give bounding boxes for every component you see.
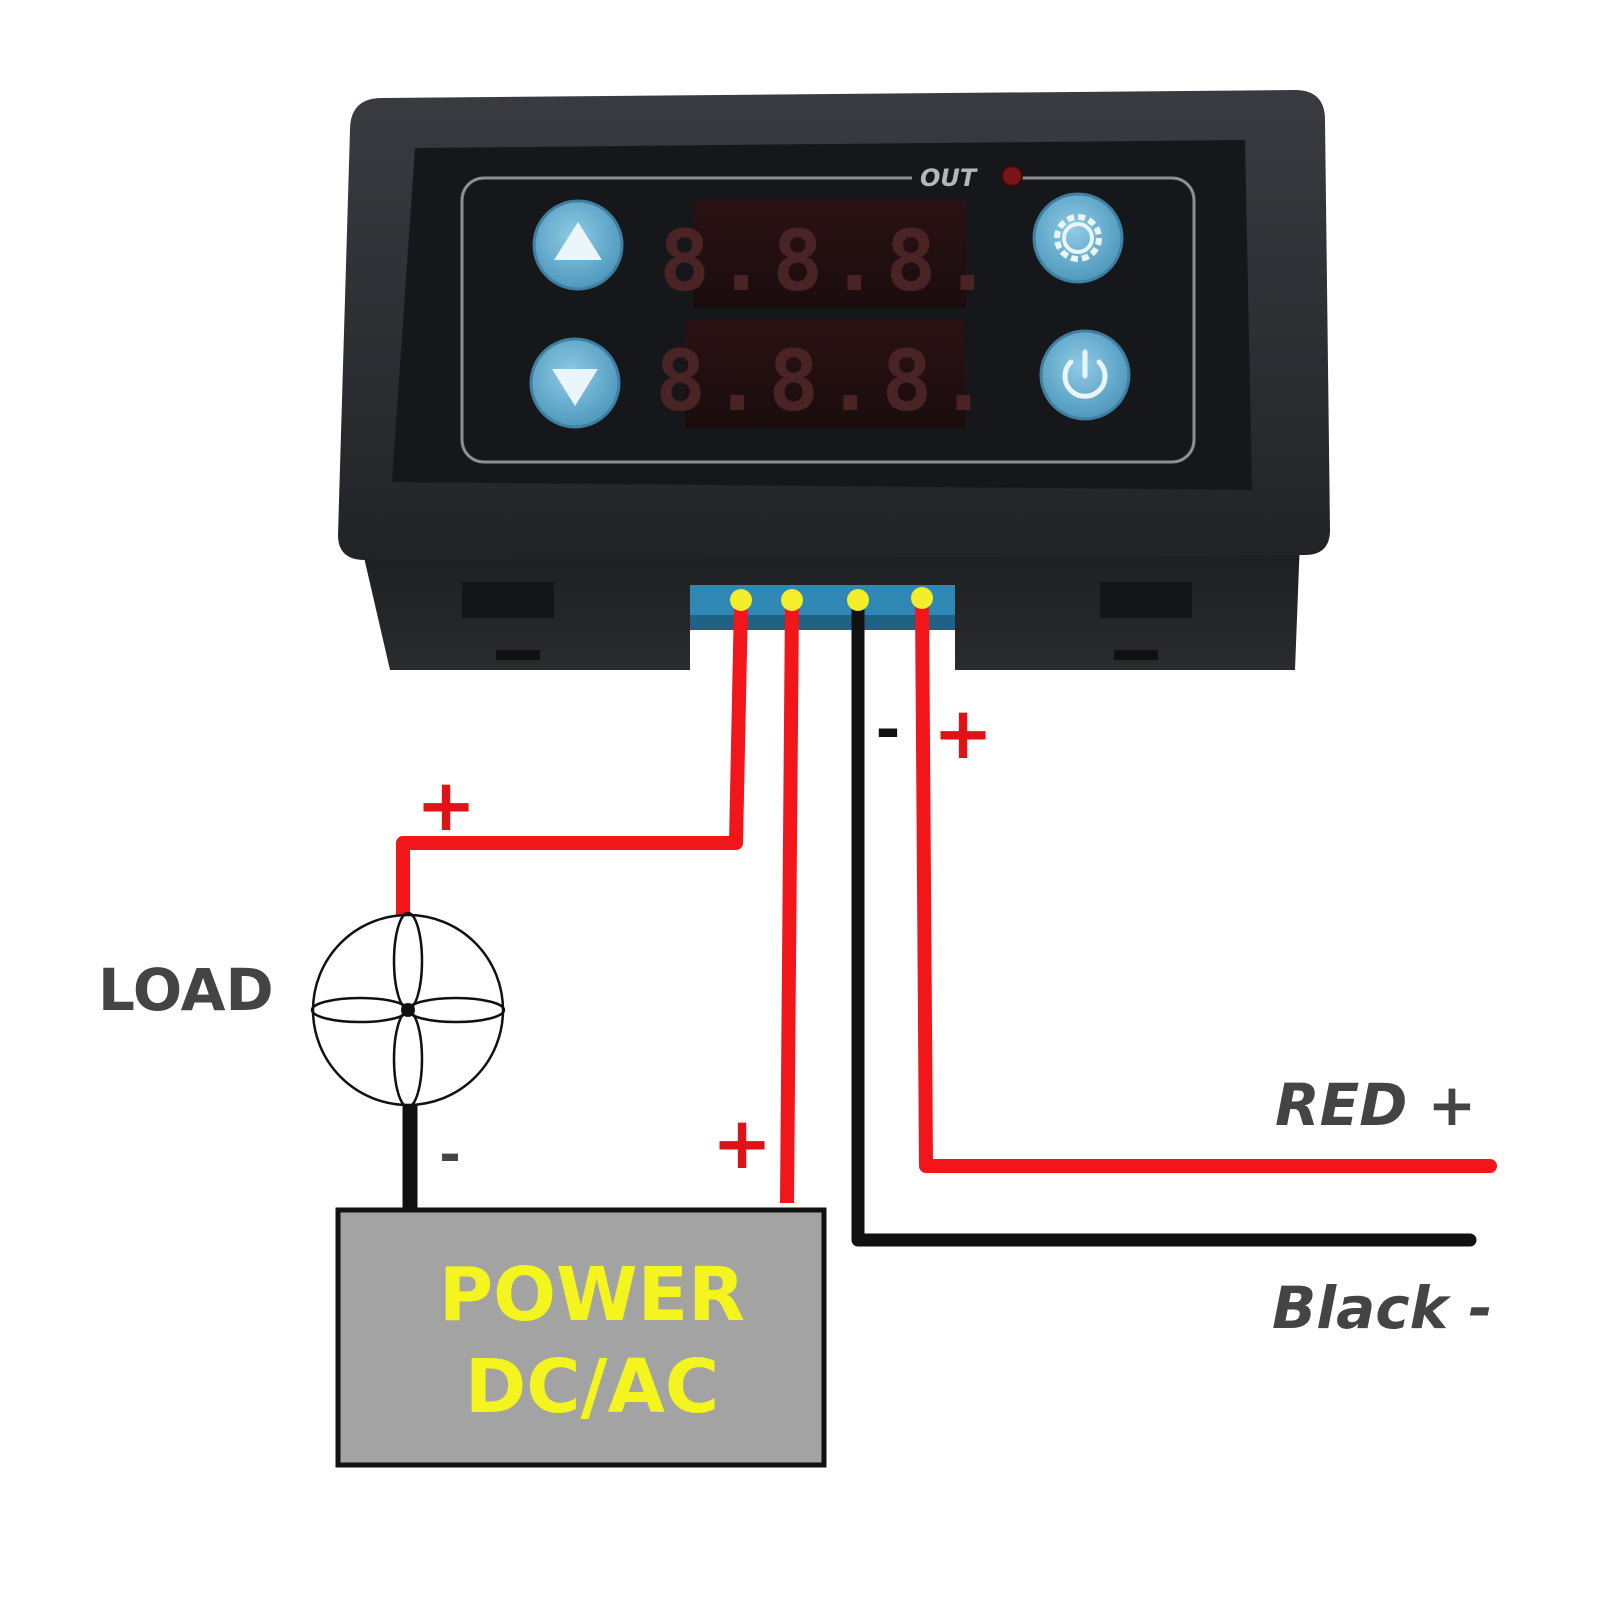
- device-clip-left: [462, 582, 554, 618]
- up-button[interactable]: [532, 199, 624, 291]
- set-button[interactable]: [1032, 192, 1124, 284]
- device-clip-right: [1100, 582, 1192, 618]
- load-label: LOAD: [98, 956, 274, 1024]
- terminal-block-shadow: [690, 615, 955, 630]
- display-bottom-digits: 8.8.8.: [655, 332, 994, 430]
- down-button[interactable]: [529, 337, 621, 429]
- power-icon: [1062, 349, 1108, 399]
- power-box: POWER DC/AC: [335, 1207, 827, 1468]
- load-minus-mark: -: [439, 1125, 461, 1185]
- out-label: OUT: [920, 164, 978, 192]
- device-faceplate: [392, 140, 1252, 490]
- wire-power-plus: [780, 601, 799, 1204]
- power-label-line2: DC/AC: [465, 1344, 719, 1430]
- panel-outline: [460, 176, 1196, 464]
- power-label-line1: POWER: [439, 1252, 745, 1338]
- signal-plus-mark: +: [933, 691, 993, 775]
- out-label-gap: [912, 166, 1022, 188]
- display-top-digits: 8.8.8.: [659, 212, 998, 310]
- display-bottom: [685, 320, 965, 428]
- signal-minus-mark: -: [876, 695, 901, 765]
- power-plus-mark: +: [712, 1101, 772, 1185]
- red-wire-label: RED +: [1275, 1071, 1476, 1139]
- wire-signal-plus: [915, 595, 1497, 1173]
- terminals: [730, 587, 933, 611]
- gear-icon: [1054, 214, 1102, 262]
- terminal-2: [781, 589, 803, 611]
- terminal-4: [911, 587, 933, 609]
- wire-signal-minus: [851, 595, 1477, 1247]
- triangle-down-icon: [552, 369, 598, 406]
- out-indicator-led: [1001, 165, 1023, 187]
- power-button[interactable]: [1039, 329, 1131, 421]
- device-clip-right-slot: [1114, 650, 1158, 660]
- fan-icon: [310, 911, 506, 1109]
- controller-device: OUT 8.8.8. 8.8.8.: [338, 90, 1330, 670]
- device-clip-left-slot: [496, 650, 540, 660]
- triangle-up-icon: [554, 222, 602, 260]
- black-wire-label: Black -: [1272, 1274, 1492, 1342]
- terminal-3: [847, 589, 869, 611]
- wire-load-plus: [396, 601, 748, 920]
- terminal-1: [730, 589, 752, 611]
- load-plus-mark: +: [416, 763, 476, 847]
- display-top: [693, 200, 966, 308]
- wires: [396, 595, 1497, 1247]
